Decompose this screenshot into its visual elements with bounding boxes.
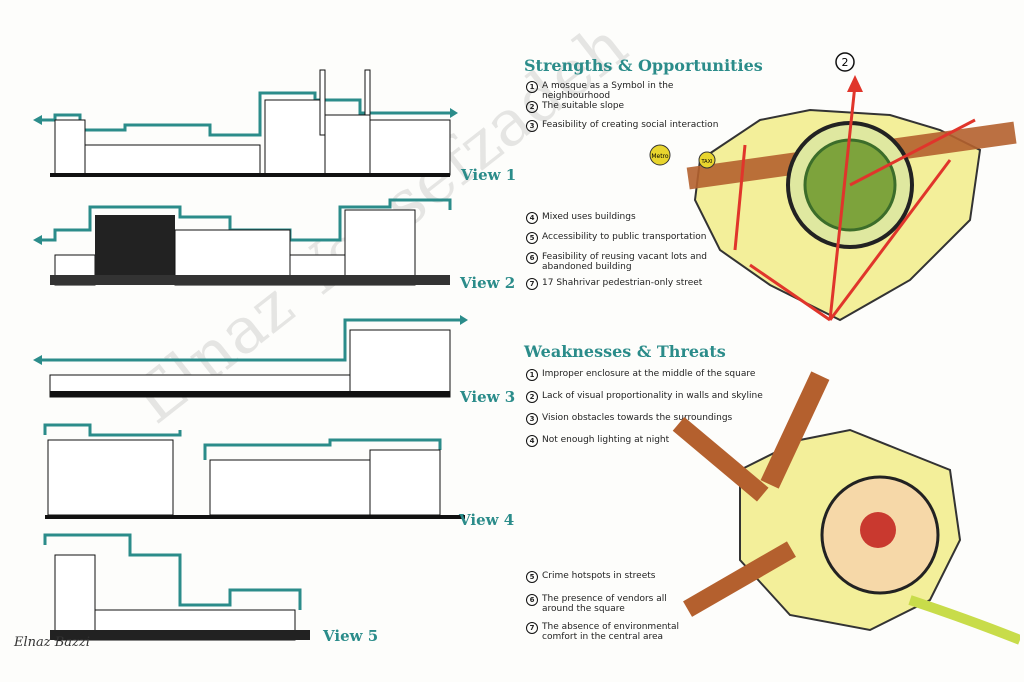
strength-item: 2 The suitable slope	[526, 101, 726, 113]
elevation-view-1	[33, 69, 458, 177]
weakness-item: 1 Improper enclosure at the middle of the…	[526, 369, 756, 381]
item-text: Crime hotspots in streets	[542, 571, 656, 581]
item-text: The presence of vendors all around the s…	[542, 594, 667, 614]
weakness-item: 5 Crime hotspots in streets	[526, 571, 726, 583]
view-5-label: View 5	[323, 627, 379, 645]
number-badge: 6	[526, 252, 538, 264]
item-text: 17 Shahrivar pedestrian-only street	[542, 278, 703, 288]
item-text: Not enough lighting at night	[542, 435, 670, 445]
number-badge: 1	[526, 81, 538, 93]
site-plan-strengths: 2 Metro TAXI	[649, 52, 1017, 322]
number-badge: 2	[526, 101, 538, 113]
view-3-label: View 3	[460, 388, 516, 406]
number-badge: 5	[526, 232, 538, 244]
elevation-view-4	[43, 423, 465, 519]
strength-item: 3 Feasibility of creating social interact…	[526, 120, 726, 132]
item-text: A mosque as a Symbol in the neighbourhoo…	[542, 81, 674, 101]
strengths-title: Strengths & Opportunities	[524, 56, 763, 75]
elevation-view-2	[33, 198, 452, 286]
item-text: Vision obstacles towards the surrounding…	[542, 413, 733, 423]
number-badge: 1	[526, 369, 538, 381]
number-badge: 4	[526, 212, 538, 224]
item-text: Improper enclosure at the middle of the …	[542, 369, 756, 379]
strength-item: 7 17 Shahrivar pedestrian-only street	[526, 278, 726, 290]
number-badge: 7	[526, 622, 538, 634]
item-text: Lack of visual proportionality in walls …	[542, 391, 763, 401]
strength-item: 1 A mosque as a Symbol in the neighbourho…	[526, 81, 726, 101]
item-text: Feasibility of reusing vacant lots and a…	[542, 252, 708, 272]
site-plan-weaknesses	[672, 371, 1020, 645]
metro-label: Metro	[651, 153, 669, 160]
elevation-view-5	[43, 533, 310, 641]
number-badge: 3	[526, 120, 538, 132]
number-badge: 7	[526, 278, 538, 290]
strength-item: 4 Mixed uses buildings	[526, 212, 726, 224]
item-text: The absence of environmental comfort in …	[542, 622, 679, 642]
view-4-label: View 4	[459, 511, 515, 529]
weakness-item: 6 The presence of vendors all around the …	[526, 594, 686, 614]
number-badge: 3	[526, 413, 538, 425]
number-badge: 6	[526, 594, 538, 606]
svg-text:2: 2	[842, 56, 849, 69]
number-badge: 2	[526, 391, 538, 403]
strength-item: 5 Accessibility to public transportation	[526, 232, 726, 244]
taxi-label: TAXI	[701, 159, 713, 165]
view-2-label: View 2	[460, 274, 516, 292]
signature: Elnaz Bazzi	[14, 635, 90, 650]
item-text: Feasibility of creating social interacti…	[542, 120, 719, 130]
item-text: Accessibility to public transportation	[542, 232, 707, 242]
weakness-item: 4 Not enough lighting at night	[526, 435, 726, 447]
view-1-label: View 1	[461, 166, 517, 184]
number-badge: 4	[526, 435, 538, 447]
number-badge: 5	[526, 571, 538, 583]
weaknesses-title: Weaknesses & Threats	[524, 342, 726, 361]
item-text: The suitable slope	[542, 101, 625, 111]
weakness-item: 3 Vision obstacles towards the surroundin…	[526, 413, 756, 425]
elevation-view-3	[33, 315, 468, 398]
item-text: Mixed uses buildings	[542, 212, 636, 222]
weakness-item: 2 Lack of visual proportionality in walls…	[526, 391, 766, 403]
weakness-item: 7 The absence of environmental comfort in…	[526, 622, 691, 642]
strength-item: 6 Feasibility of reusing vacant lots and …	[526, 252, 726, 272]
